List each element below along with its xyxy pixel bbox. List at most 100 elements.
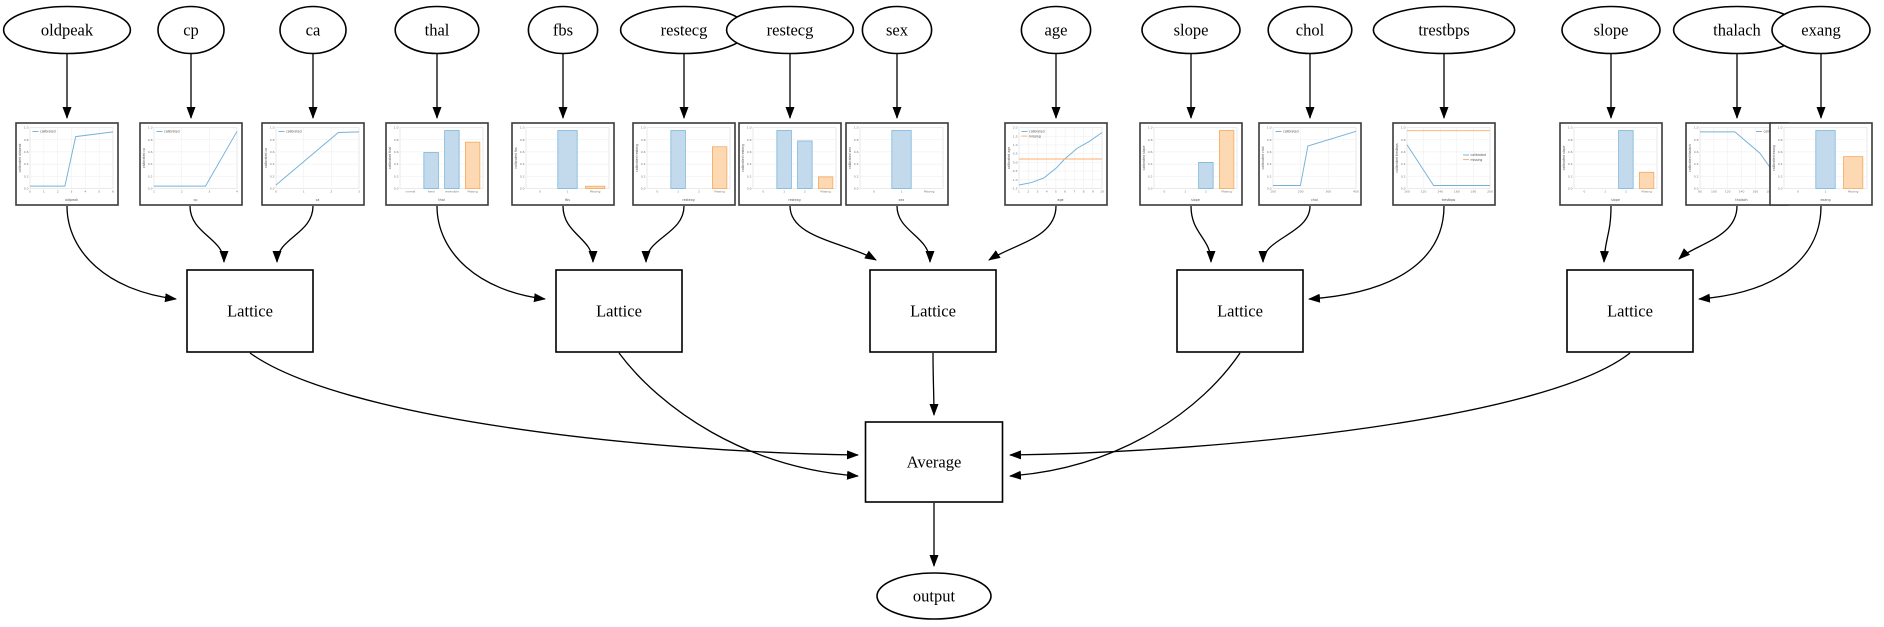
ytick-label: 0.0 (1694, 187, 1699, 191)
edge-calibrator-to-lattice (189, 205, 229, 263)
plot-area (1272, 127, 1357, 189)
ytick-label: 0.4 (854, 162, 859, 166)
ytick-label: 0.2 (1568, 174, 1573, 178)
xtick-label: 4 (1046, 190, 1048, 194)
edge-calibrator-to-lattice (988, 205, 1057, 261)
feature-node-ca-2-label: ca (306, 21, 321, 40)
output-node-label: output (913, 587, 956, 606)
xtick-label: 2 (1625, 190, 1627, 194)
feature-node-ca-2: ca (279, 5, 347, 55)
xtick-label: fixed (428, 190, 435, 194)
edge-calibrator-to-lattice (1190, 205, 1216, 263)
bar-2 (1618, 130, 1634, 189)
y-axis-label: calibrated slope (1142, 146, 1146, 171)
ytick-label: 0.4 (24, 162, 29, 166)
ytick-label: 0.4 (1267, 162, 1272, 166)
feature-node-slope-12: slope (1561, 5, 1661, 55)
xtick-label: 5 (98, 190, 100, 194)
xtick-label: 1 (1604, 190, 1606, 194)
xtick-label: reversible (445, 190, 459, 194)
xtick-label: 2 (1027, 190, 1029, 194)
xtick-label: 1 (783, 190, 785, 194)
output-node-shape (876, 572, 992, 620)
feature-node-exang-14-label: exang (1801, 21, 1840, 40)
bar-Missing (1843, 156, 1864, 189)
ytick-label: 0.0 (520, 187, 525, 191)
bar-2 (1198, 162, 1214, 189)
xtick-label: normal (405, 190, 415, 194)
feature-node-exang-14: exang (1771, 5, 1871, 55)
average-node-shape (864, 421, 1004, 503)
ytick-label: 0.0 (1568, 187, 1573, 191)
y-axis-label: calibrated thalach (1688, 144, 1692, 172)
ytick-label: 1.0 (1694, 126, 1699, 130)
plot-area (1018, 127, 1103, 189)
feature-node-thal-3-shape (394, 5, 480, 55)
edge-calibrator-to-lattice (1678, 205, 1738, 260)
ytick-label: 1.0 (520, 126, 525, 130)
lattice-node-4: Lattice (1176, 269, 1304, 353)
y-axis-label: calibrated ca (264, 148, 268, 168)
x-axis-label: sex (899, 198, 905, 202)
bar-Missing (585, 185, 606, 189)
ytick-label: 0.8 (1148, 138, 1153, 142)
xtick-label: 7 (1073, 190, 1075, 194)
edge-calibrator-to-lattice (789, 205, 877, 261)
ytick-label: 0.8 (641, 138, 646, 142)
xtick-label: 100 (1711, 190, 1717, 194)
feature-node-oldpeak-0-shape (2, 5, 132, 55)
feature-node-slope-12-label: slope (1594, 21, 1629, 40)
ytick-label: 0.6 (148, 150, 153, 154)
ytick-label: -1.5 (1012, 187, 1018, 191)
ytick-label: 0.8 (24, 138, 29, 142)
ytick-label: 0.6 (641, 150, 646, 154)
feature-node-restecg-6-shape (725, 5, 855, 55)
edge-calibrator-to-lattice (641, 205, 685, 263)
ytick-label: 0.2 (520, 174, 525, 178)
ytick-label: 0.0 (24, 187, 29, 191)
ytick-label: 0.8 (854, 138, 859, 142)
lattice-node-2-label: Lattice (596, 302, 642, 321)
xtick-label: 1 (1018, 190, 1020, 194)
feature-node-sex-7: sex (861, 5, 933, 55)
xtick-label: 160 (1454, 190, 1460, 194)
xtick-label: 0 (1797, 190, 1799, 194)
x-axis-label: trestbps (1442, 198, 1456, 202)
feature-node-fbs-4: fbs (527, 5, 599, 55)
xtick-label: Missing (590, 190, 601, 194)
series-line-calibrated (1018, 132, 1103, 186)
feature-node-age-8: age (1020, 5, 1092, 55)
lattice-node-3-shape (869, 269, 997, 353)
xtick-label: 5 (1055, 190, 1057, 194)
series-line-calibrated (30, 131, 114, 187)
xtick-label: 200 (1298, 190, 1304, 194)
lattice-node-5: Lattice (1566, 269, 1694, 353)
ytick-label: 0.6 (1401, 150, 1406, 154)
ytick-label: 1.0 (747, 126, 752, 130)
xtick-label: 6 (112, 190, 114, 194)
xtick-label: 4 (236, 190, 238, 194)
ytick-label: 0.0 (1148, 187, 1153, 191)
xtick-label: 100 (1404, 190, 1410, 194)
feature-node-restecg-6-label: restecg (767, 21, 814, 40)
bar-Missing (712, 146, 728, 189)
bar-1 (1815, 130, 1836, 189)
ytick-label: 0.5 (1013, 152, 1018, 156)
ytick-label: 0.2 (1778, 174, 1783, 178)
x-axis-label: restecg (682, 198, 694, 202)
feature-node-restecg-6: restecg (725, 5, 855, 55)
xtick-label: 300 (1325, 190, 1331, 194)
feature-node-fbs-4-shape (527, 5, 599, 55)
edge-lattice-to-average (1009, 352, 1631, 460)
edge-calibrator-to-lattice (1258, 205, 1311, 263)
x-axis-label: thalach (1735, 198, 1747, 202)
xtick-label: 3 (71, 190, 73, 194)
xtick-label: 1 (677, 190, 679, 194)
lattice-node-4-shape (1176, 269, 1304, 353)
ytick-label: 1.0 (1568, 126, 1573, 130)
legend-label: missing (1471, 158, 1483, 162)
